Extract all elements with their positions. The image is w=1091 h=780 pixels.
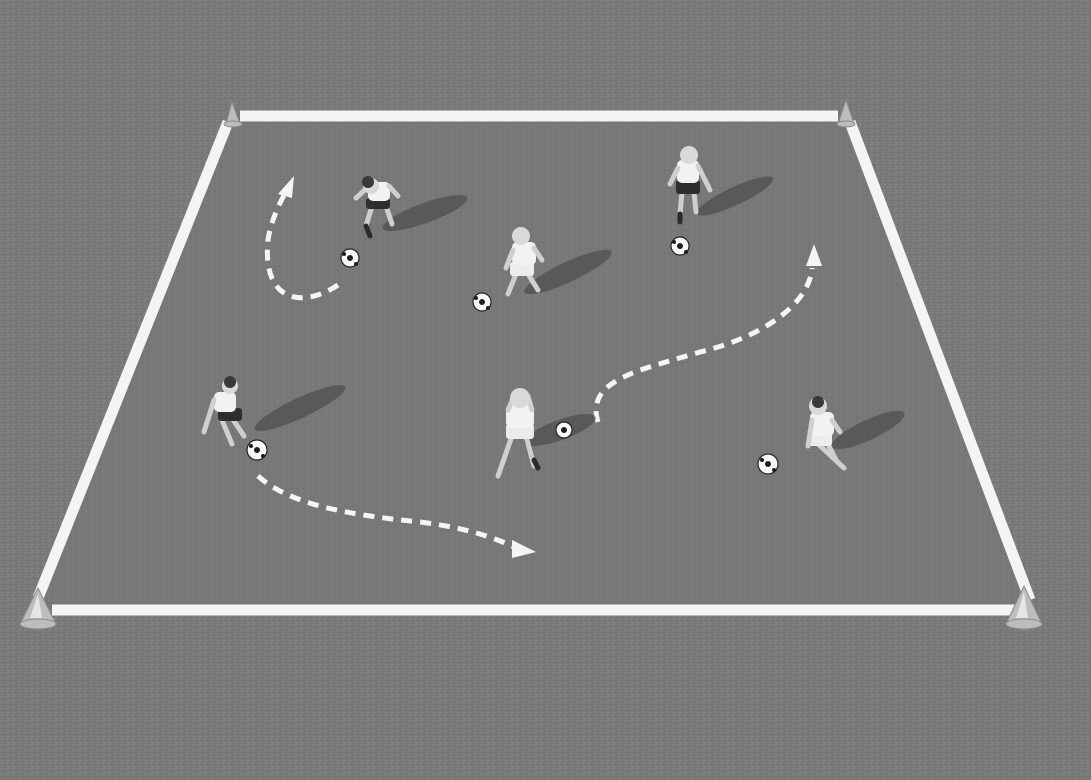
ball-4 xyxy=(247,440,267,460)
ball-2 xyxy=(473,293,491,311)
ball-5 xyxy=(556,422,572,438)
ball-1 xyxy=(341,249,359,267)
ball-6 xyxy=(758,454,778,474)
ball-3 xyxy=(671,237,689,255)
